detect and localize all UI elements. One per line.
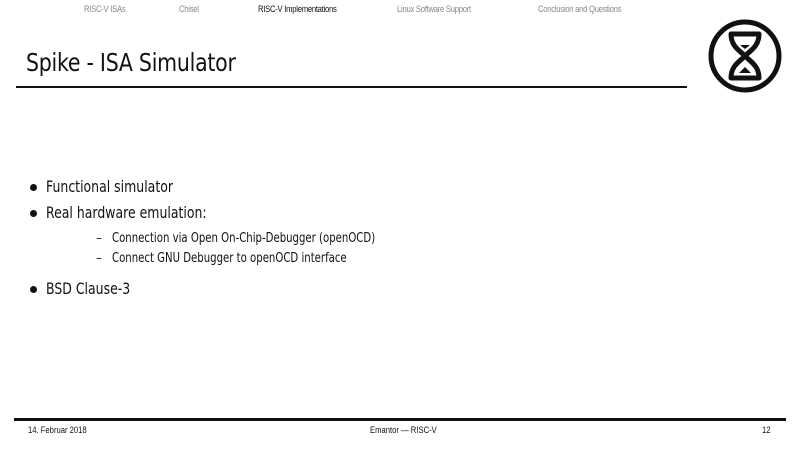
nav-section-risc-v-isas[interactable]: RISC-V ISAs [84, 4, 126, 14]
footer-author-title: Emantor — RISC-V [370, 425, 437, 435]
section-navigation: RISC-V ISAs Chisel RISC-V Implementation… [0, 4, 800, 18]
bullet-item: Functional simulator [46, 177, 173, 196]
hourglass-logo-icon [707, 18, 783, 94]
footer-date: 14. Februar 2018 [28, 425, 87, 435]
sub-bullet-item: Connect GNU Debugger to openOCD interfac… [112, 251, 347, 266]
footer-page-number: 12 [762, 425, 771, 435]
bullet-dot-icon [30, 184, 37, 191]
footer-divider [14, 418, 786, 421]
nav-section-conclusion-and-questions[interactable]: Conclusion and Questions [538, 4, 622, 14]
bullet-item: BSD Clause-3 [46, 279, 131, 298]
nav-section-risc-v-implementations[interactable]: RISC-V Implementations [258, 4, 337, 14]
bullet-dot-icon [30, 210, 37, 217]
sub-bullet-item: Connection via Open On-Chip-Debugger (op… [112, 231, 376, 246]
nav-section-linux-software-support[interactable]: Linux Software Support [397, 4, 471, 14]
sub-bullet-dash-icon: – [96, 251, 102, 265]
slide-title: Spike - ISA Simulator [26, 48, 236, 77]
nav-section-chisel[interactable]: Chisel [179, 4, 199, 14]
bullet-dot-icon [30, 286, 37, 293]
title-divider [16, 86, 687, 88]
sub-bullet-dash-icon: – [96, 231, 102, 245]
bullet-item: Real hardware emulation: [46, 203, 207, 222]
